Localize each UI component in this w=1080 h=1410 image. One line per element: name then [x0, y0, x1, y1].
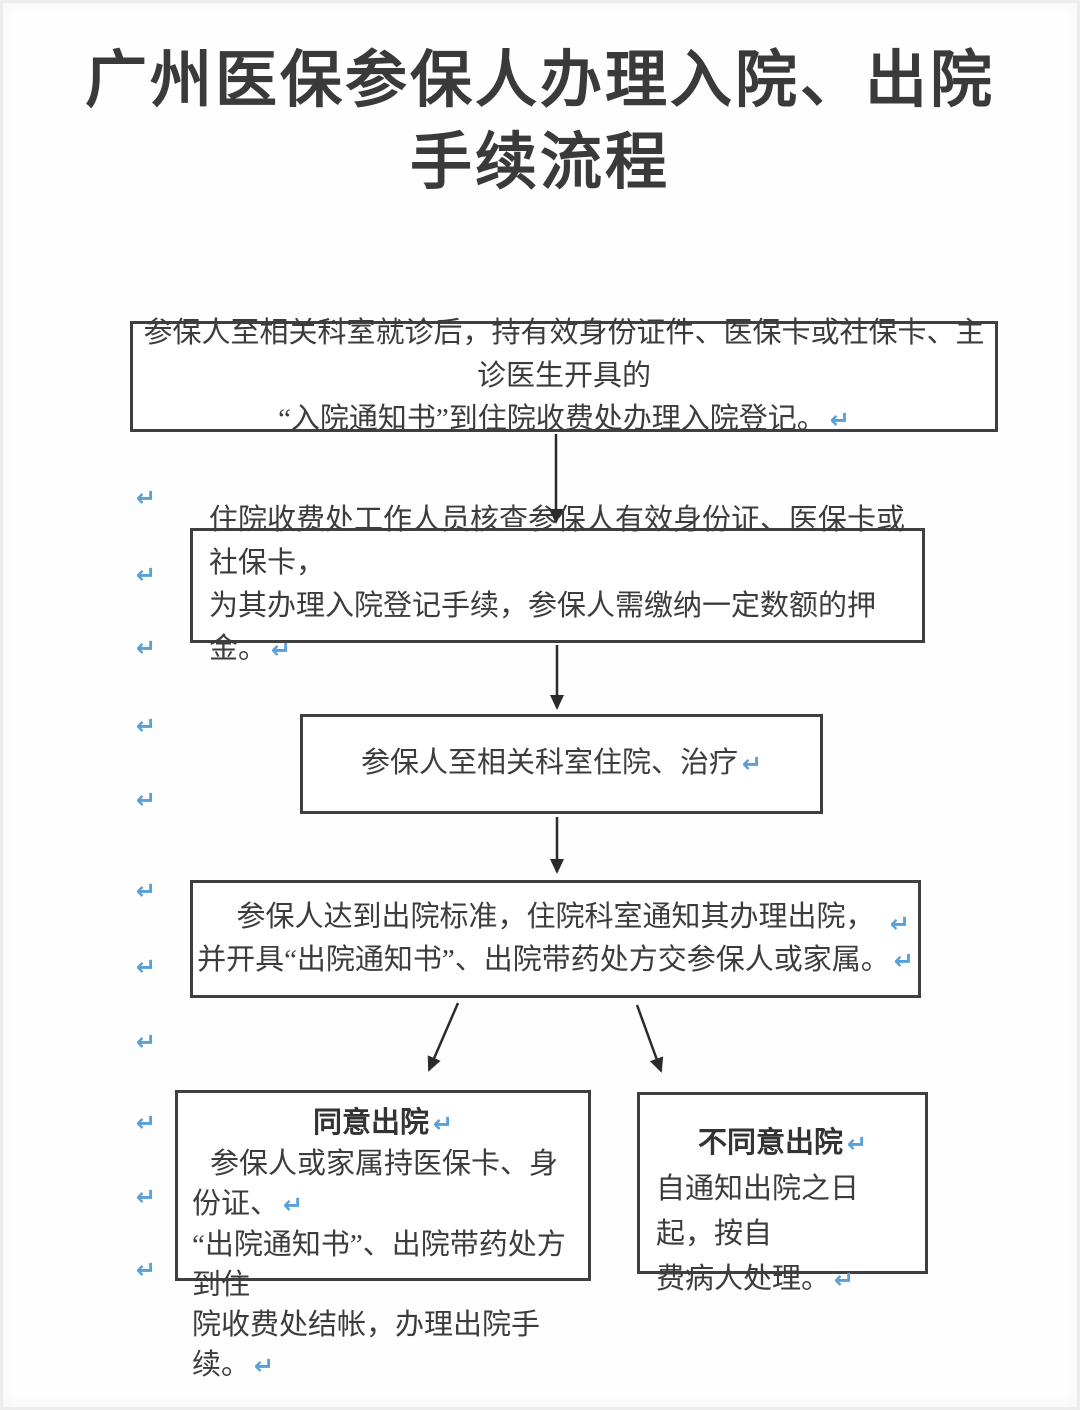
paragraph-mark-icon: ↵ — [893, 946, 914, 975]
step-text: 并开具“出院通知书”、出院带药处方交参保人或家属。 — [197, 943, 890, 976]
paragraph-mark-icon: ↵ — [136, 1183, 157, 1211]
paragraph-mark-icon: ↵ — [136, 561, 157, 589]
step-text-line: 费病人处理。↵ — [656, 1257, 909, 1303]
paragraph-mark-icon: ↵ — [136, 634, 157, 662]
step-text-line: 院收费处结帐，办理出院手续。↵ — [192, 1305, 574, 1386]
paragraph-mark-icon: ↵ — [283, 1191, 304, 1219]
branch-title-text: 同意出院 — [312, 1107, 429, 1139]
arrow-step4-to-disagree — [635, 1004, 664, 1073]
paragraph-mark-icon: ↵ — [136, 484, 157, 512]
step-text: 参保人达到出院标准，住院科室通知其办理出院， — [236, 900, 875, 933]
paragraph-mark-icon: ↵ — [136, 1028, 157, 1056]
arrow-step4-to-agree — [427, 1002, 460, 1072]
step-text: 参保人或家属持医保卡、身份证、 — [192, 1148, 559, 1220]
step-text: “出院通知书”、出院带药处方到住 — [192, 1229, 566, 1301]
step-text-line: 参保人或家属持医保卡、身份证、↵ — [192, 1144, 574, 1225]
step-text-line: 参保人达到出院标准，住院科室通知其办理出院， — [193, 896, 918, 939]
branch-title: 不同意出院↵ — [656, 1121, 909, 1167]
step-text-line: “入院通知书”到住院收费处办理入院登记。↵ — [133, 398, 995, 442]
step-text-line: 参保人至相关科室住院、治疗↵ — [303, 742, 820, 786]
step-text-line: 住院收费处工作人员核查参保人有效身份证、医保卡或社保卡， — [209, 499, 906, 585]
paragraph-mark-icon: ↵ — [889, 910, 910, 938]
flow-step-verify-and-deposit: 住院收费处工作人员核查参保人有效身份证、医保卡或社保卡， 为其办理入院登记手续，… — [190, 504, 925, 665]
step-text-line: 并开具“出院通知书”、出院带药处方交参保人或家属。↵ — [193, 939, 918, 983]
paragraph-mark-icon: ↵ — [136, 953, 157, 981]
step-text: 费病人处理。 — [656, 1263, 831, 1295]
paragraph-mark-icon: ↵ — [136, 877, 157, 905]
branch-title-text: 不同意出院 — [697, 1127, 843, 1159]
step-text-line: 自通知出院之日起，按自 — [656, 1167, 909, 1257]
step-text: 自通知出院之日起，按自 — [656, 1173, 860, 1250]
flow-step-discharge-notice: ↵ 参保人达到出院标准，住院科室通知其办理出院， 并开具“出院通知书”、出院带药… — [190, 880, 921, 998]
step-text: 参保人至相关科室就诊后，持有效身份证件、医保卡或社保卡、主诊医生开具的 — [143, 316, 985, 392]
flow-branch-disagree-discharge: 不同意出院↵ 自通知出院之日起，按自 费病人处理。↵ — [637, 1092, 928, 1295]
flow-step-admission-registration: 参保人至相关科室就诊后，持有效身份证件、医保卡或社保卡、主诊医生开具的 “入院通… — [130, 317, 998, 435]
step-text: “入院通知书”到住院收费处办理入院登记。 — [278, 402, 826, 435]
step-text-line: 参保人至相关科室就诊后，持有效身份证件、医保卡或社保卡、主诊医生开具的 — [133, 312, 995, 398]
step-text: 住院收费处工作人员核查参保人有效身份证、医保卡或社保卡， — [209, 504, 906, 579]
paragraph-mark-icon: ↵ — [271, 636, 292, 664]
paragraph-mark-icon: ↵ — [834, 1266, 855, 1294]
paragraph-mark-icon: ↵ — [136, 712, 157, 740]
paragraph-mark-icon: ↵ — [136, 1256, 157, 1284]
step-text-line: 为其办理入院登记手续，参保人需缴纳一定数额的押金。↵ — [209, 585, 906, 672]
step-text-line: “出院通知书”、出院带药处方到住 — [192, 1225, 574, 1305]
step-text: 院收费处结帐，办理出院手续。 — [192, 1309, 541, 1381]
branch-title: 同意出院↵ — [192, 1103, 574, 1144]
paragraph-mark-icon: ↵ — [136, 786, 157, 814]
paragraph-mark-icon: ↵ — [136, 1109, 157, 1137]
page-title-line2: 手续流程 — [409, 128, 670, 197]
page-title: 广州医保参保人办理入院、出院 手续流程 — [0, 40, 1080, 204]
paragraph-mark-icon: ↵ — [432, 1110, 454, 1138]
paragraph-mark-icon: ↵ — [254, 1352, 275, 1380]
paragraph-mark-icon: ↵ — [846, 1130, 868, 1158]
paragraph-mark-icon: ↵ — [741, 750, 763, 778]
flow-branch-agree-discharge: 同意出院↵ 参保人或家属持医保卡、身份证、↵ “出院通知书”、出院带药处方到住 … — [175, 1090, 591, 1381]
step-text: 参保人至相关科室住院、治疗 — [360, 747, 738, 779]
flow-step-hospitalization-treatment: 参保人至相关科室住院、治疗↵ — [300, 714, 823, 814]
page-title-line1: 广州医保参保人办理入院、出院 — [84, 46, 995, 115]
step-text: 为其办理入院登记手续，参保人需缴纳一定数额的押金。 — [209, 590, 877, 665]
paragraph-mark-icon: ↵ — [829, 405, 850, 434]
